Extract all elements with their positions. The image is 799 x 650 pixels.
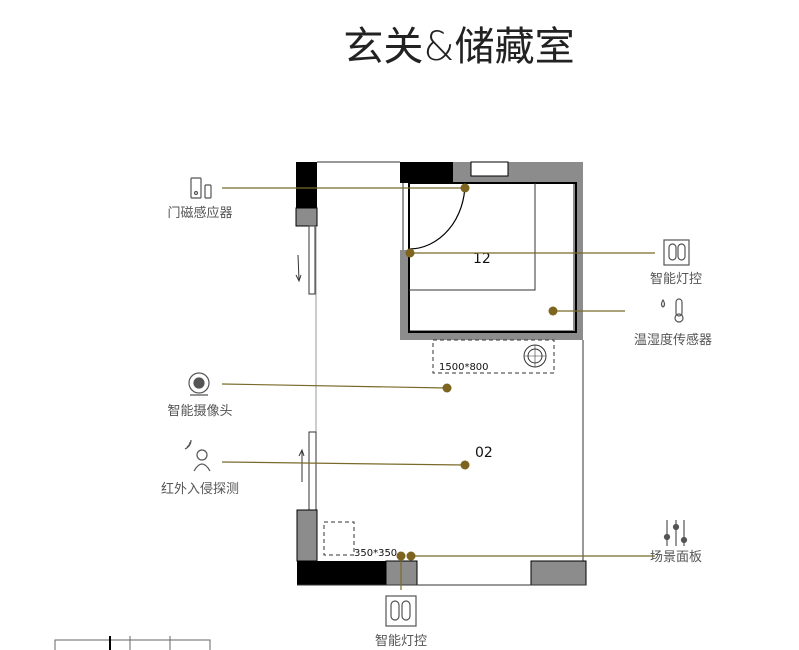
light-switch-icon: [663, 239, 690, 266]
light-switch-icon: [385, 595, 417, 627]
device-points: [396, 183, 558, 561]
dimension-storage-cabinet: 1500*800: [439, 362, 489, 373]
door-sensor-point: [460, 183, 470, 193]
label-camera: 智能摄像头: [167, 404, 232, 419]
label-scene-panel: 场景面板: [650, 550, 702, 565]
room-label-storage: 12: [473, 251, 491, 267]
label-door-sensor: 门磁感应器: [167, 205, 232, 221]
scene-panel-point: [406, 551, 416, 561]
camera-point: [442, 383, 452, 393]
leader-lines: [221, 187, 655, 590]
label-infrared-detector: 红外入侵探测: [161, 481, 239, 497]
plan-thumbnail: [54, 636, 211, 650]
label-temp-humidity-sensor: 温湿度传感器: [634, 332, 712, 348]
light-control-entry-point: [396, 551, 406, 561]
thermometer-humidity-icon: [660, 298, 684, 323]
door-sensor-icon: [190, 177, 212, 199]
infrared-point: [460, 460, 470, 470]
label-light-control-entry: 智能灯控: [375, 634, 427, 649]
infrared-person-icon: [184, 439, 211, 472]
light-control-point: [405, 248, 415, 258]
temp-sensor-point: [548, 306, 558, 316]
room-label-entry: 02: [475, 445, 493, 461]
scene-panel-icon: [663, 520, 688, 546]
dimension-shoe-cabinet: 350*350: [354, 548, 397, 559]
walls: [295, 161, 587, 586]
label-light-control: 智能灯控: [650, 272, 702, 287]
page-title: 玄关&储藏室: [343, 24, 574, 70]
camera-icon: [188, 372, 210, 396]
